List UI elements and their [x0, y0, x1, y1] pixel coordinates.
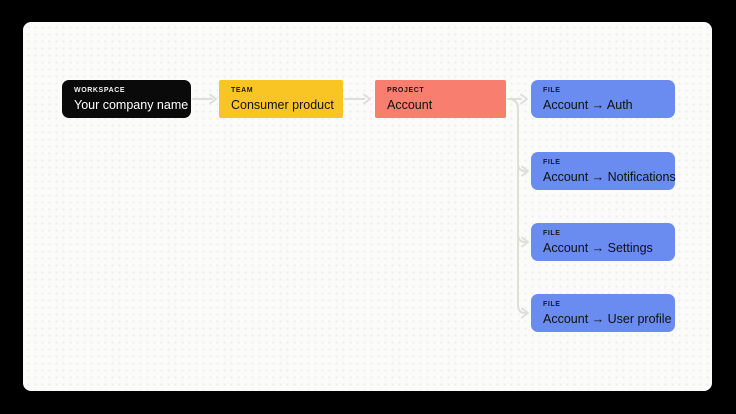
- file-node-user-profile[interactable]: FILE Account → User profile: [531, 294, 675, 332]
- arrow-head-icon: [363, 93, 371, 105]
- project-node[interactable]: PROJECT Account: [375, 80, 506, 118]
- connector-workspace-to-team: [192, 93, 217, 105]
- team-title: Consumer product: [231, 97, 334, 112]
- workspace-type-label: WORKSPACE: [74, 86, 126, 94]
- file-type-label: FILE: [543, 86, 561, 94]
- file-node-auth[interactable]: FILE Account → Auth: [531, 80, 675, 118]
- workspace-title: Your company name: [74, 97, 189, 112]
- connector-team-to-project: [344, 93, 371, 105]
- file-node-settings[interactable]: FILE Account → Settings: [531, 223, 675, 261]
- project-type-label: PROJECT: [387, 86, 425, 94]
- team-type-label: TEAM: [231, 86, 254, 94]
- connector-branch-file-notifications: [517, 162, 529, 177]
- workspace-node[interactable]: WORKSPACE Your company name: [62, 80, 191, 118]
- connector-branch-file-settings: [517, 233, 529, 248]
- arrow-head-icon: [521, 236, 529, 248]
- project-title: Account: [387, 97, 433, 112]
- file-title: Account → Settings: [543, 240, 653, 255]
- file-title: Account → Notifications: [543, 169, 676, 184]
- file-title: Account → User profile: [543, 311, 672, 326]
- team-node[interactable]: TEAM Consumer product: [219, 80, 343, 118]
- file-type-label: FILE: [543, 229, 561, 237]
- diagram-canvas: WORKSPACE Your company name TEAM Consume…: [23, 22, 712, 391]
- file-title: Account → Auth: [543, 97, 633, 112]
- connector-project-trunk: [507, 98, 529, 319]
- arrow-head-icon: [520, 93, 528, 105]
- file-type-label: FILE: [543, 300, 561, 308]
- file-type-label: FILE: [543, 158, 561, 166]
- file-node-notifications[interactable]: FILE Account → Notifications: [531, 152, 676, 190]
- arrow-head-icon: [209, 93, 217, 105]
- arrow-head-icon: [521, 307, 529, 319]
- arrow-head-icon: [521, 165, 529, 177]
- connector-lines: [192, 93, 529, 319]
